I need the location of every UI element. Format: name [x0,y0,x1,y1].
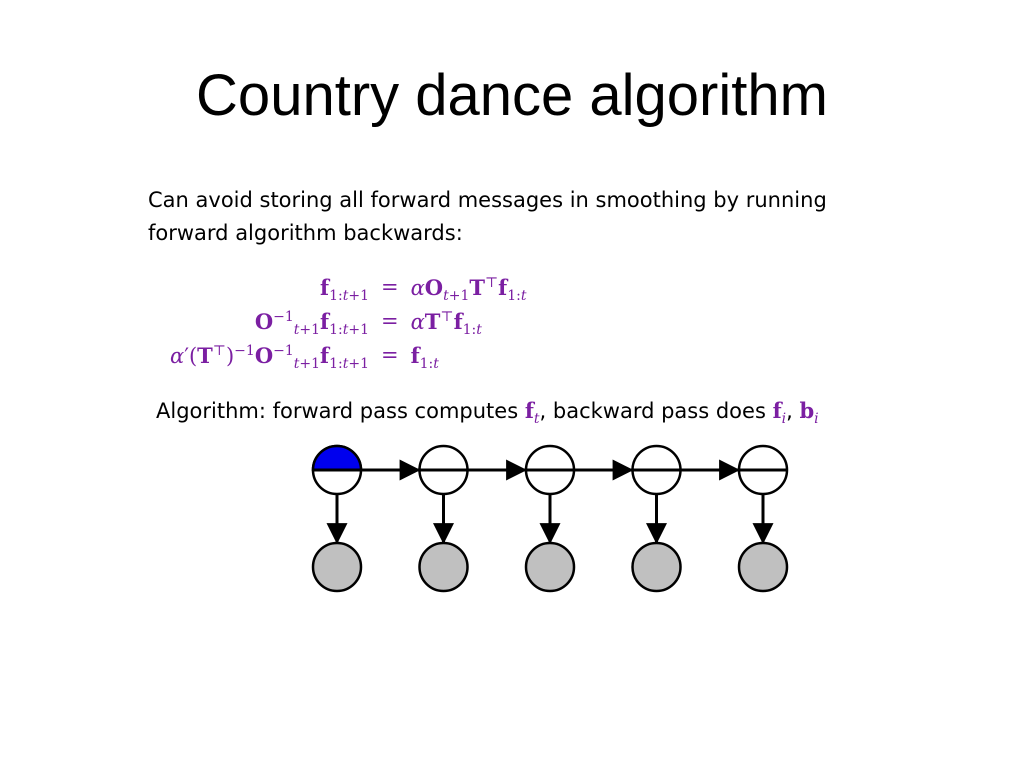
evidence-node-2-icon [418,541,469,593]
equation-3-rhs: f1:t [410,342,439,372]
slide-title: Country dance algorithm [196,63,828,128]
intro-line-2: forward algorithm backwards: [148,221,463,245]
equation-row-2: O−1t+1f1:t+1 = αT⊤f1:t [170,304,526,338]
equation-3-lhs: α′(T⊤)−1O−1t+1f1:t+1 [170,342,369,372]
symbol-f-i: fi [772,398,787,428]
algorithm-label: Algorithm: [156,399,266,423]
equation-2-rhs: αT⊤f1:t [410,308,482,338]
symbol-b-i: bi [799,398,819,428]
algorithm-text-a: forward pass computes [272,399,519,423]
algorithm-line: Algorithm: forward pass computes ft, bac… [156,394,876,428]
equals-sign: = [380,275,399,299]
algorithm-sep: , [786,399,793,423]
evidence-node-1-icon [311,541,363,593]
evidence-node-5-icon [737,541,789,593]
intro-line-1: Can avoid storing all forward messages i… [148,188,827,212]
equation-block: f1:t+1 = αOt+1T⊤f1:t O−1t+1f1:t+1 = αT⊤f… [170,270,526,372]
evidence-node-4-icon [631,541,682,593]
equation-2-lhs: O−1t+1f1:t+1 [254,308,369,338]
evidence-node-3-icon [524,541,576,593]
algorithm-text-b: , backward pass does [539,399,766,423]
equals-sign: = [380,309,399,333]
equation-1-lhs: f1:t+1 [320,274,369,304]
forward-message-half-icon [311,444,363,472]
equation-row-1: f1:t+1 = αOt+1T⊤f1:t [170,270,526,304]
equals-sign: = [380,343,399,367]
equation-1-rhs: αOt+1T⊤f1:t [410,274,527,304]
symbol-f-t: ft [524,398,540,428]
equation-row-3: α′(T⊤)−1O−1t+1f1:t+1 = f1:t [170,338,526,372]
intro-text: Can avoid storing all forward messages i… [148,184,868,250]
